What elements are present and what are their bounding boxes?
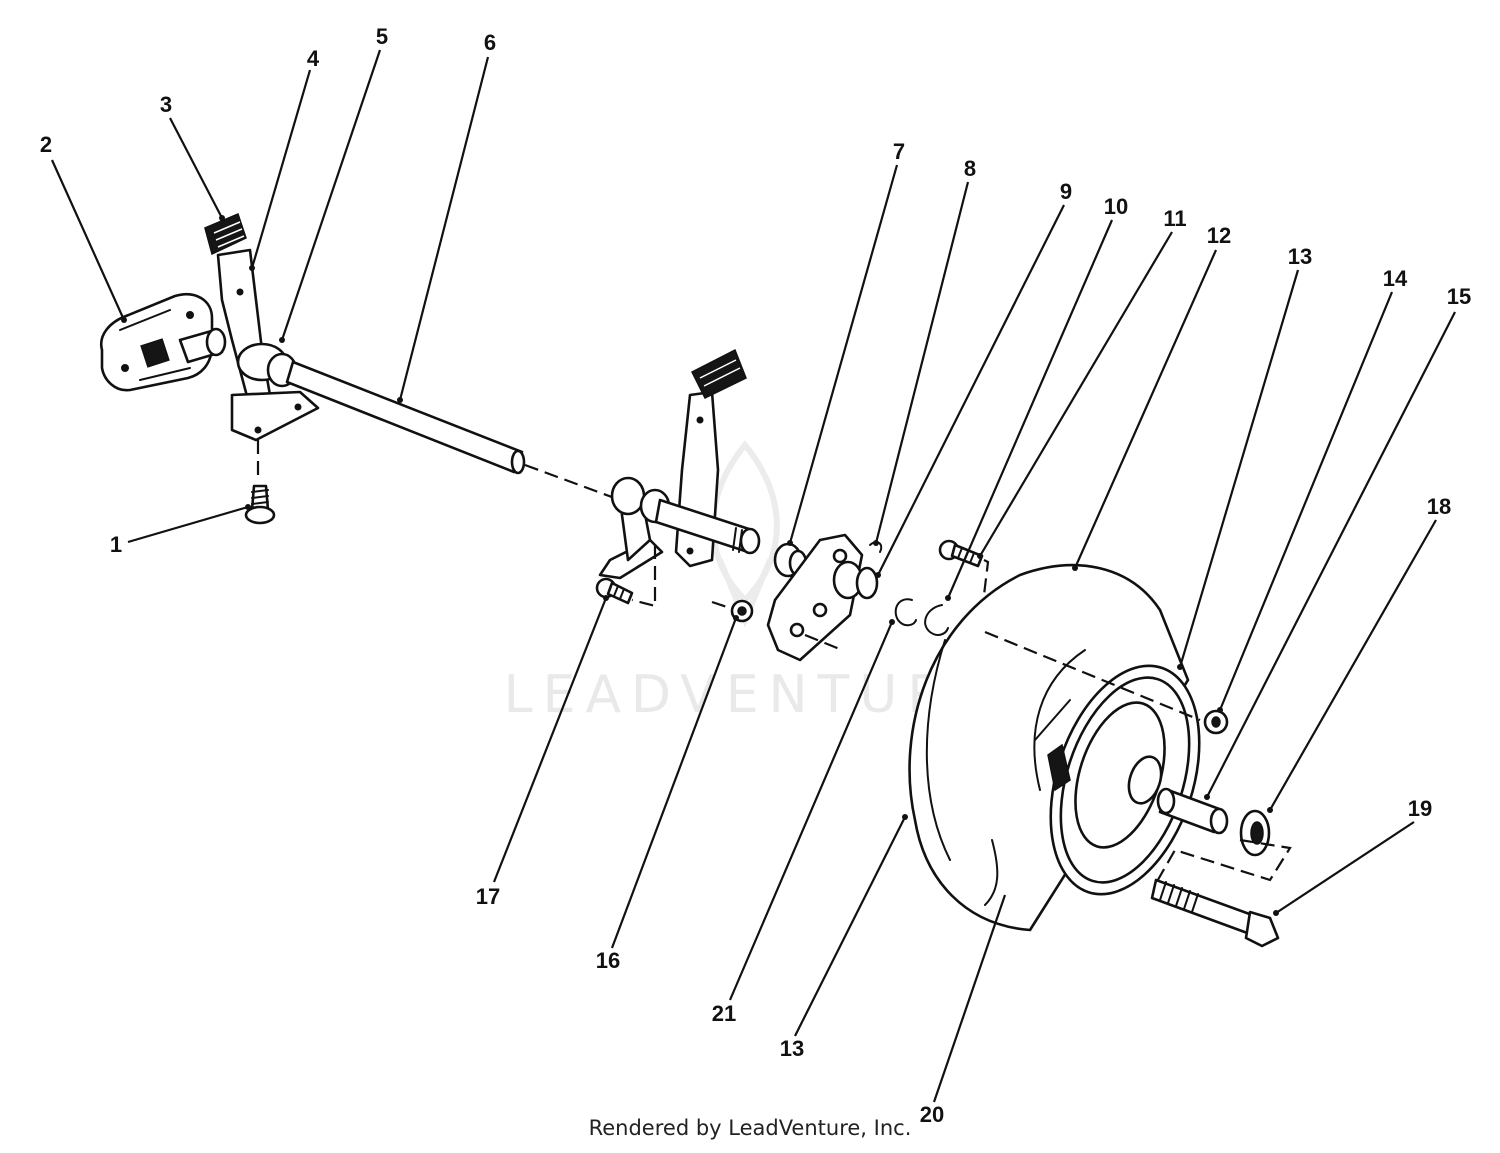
callout-2: 2 [40, 132, 52, 157]
centerline-screw-10 [982, 559, 990, 596]
callout-13-bottom: 13 [780, 1036, 804, 1061]
centerline-bearing [1154, 838, 1292, 886]
callout-10: 10 [1104, 194, 1128, 219]
retaining-ring-8 [869, 541, 883, 553]
ring-21 [894, 598, 917, 627]
leader-lines [50, 49, 1456, 1103]
callout-21: 21 [712, 1001, 736, 1026]
centerline-wheel [984, 630, 1201, 722]
callout-18: 18 [1427, 494, 1451, 519]
callout-6: 6 [484, 30, 496, 55]
centerline-bracket [804, 633, 843, 652]
callout-14: 14 [1383, 266, 1408, 291]
pedal-pad [204, 212, 247, 256]
cross-shaft [285, 360, 526, 475]
callout-12: 12 [1207, 223, 1231, 248]
callout-7: 7 [893, 139, 905, 164]
callout-4: 4 [307, 46, 320, 71]
spacer-14 [1156, 787, 1229, 835]
callout-19: 19 [1408, 796, 1432, 821]
spindle-bushing-7 [773, 542, 808, 578]
bolt-17 [595, 577, 634, 605]
screw-10 [938, 539, 984, 568]
callout-16: 16 [596, 948, 620, 973]
pivot-plate [99, 293, 227, 392]
callout-5: 5 [376, 24, 388, 49]
bolt-1 [244, 484, 276, 525]
callout-15: 15 [1447, 284, 1471, 309]
callout-labels: 1 2 3 4 5 6 7 8 9 10 11 12 13 14 15 18 1… [40, 24, 1471, 1127]
centerline-bolt-17 [631, 545, 657, 608]
nut-13 [1203, 709, 1229, 735]
callout-9: 9 [1060, 179, 1072, 204]
bolt-19 [1150, 878, 1280, 948]
callout-1: 1 [110, 532, 122, 557]
credit-footer: Rendered by LeadVenture, Inc. [588, 1116, 912, 1140]
callout-17: 17 [476, 884, 500, 909]
callout-8: 8 [964, 156, 976, 181]
watermark: LEADVENTURE [504, 665, 997, 725]
bearing-18 [1239, 809, 1271, 857]
centerline-nut-16 [711, 600, 731, 610]
callout-13-top: 13 [1288, 244, 1312, 269]
callout-11: 11 [1163, 206, 1186, 231]
callout-20: 20 [920, 1102, 944, 1127]
mid-bracket [598, 476, 761, 580]
axle-bracket [766, 533, 879, 662]
callout-3: 3 [160, 92, 172, 117]
tire-wheel [908, 563, 1201, 932]
snap-ring-9 [924, 604, 949, 636]
centerline-shaft [524, 463, 621, 502]
